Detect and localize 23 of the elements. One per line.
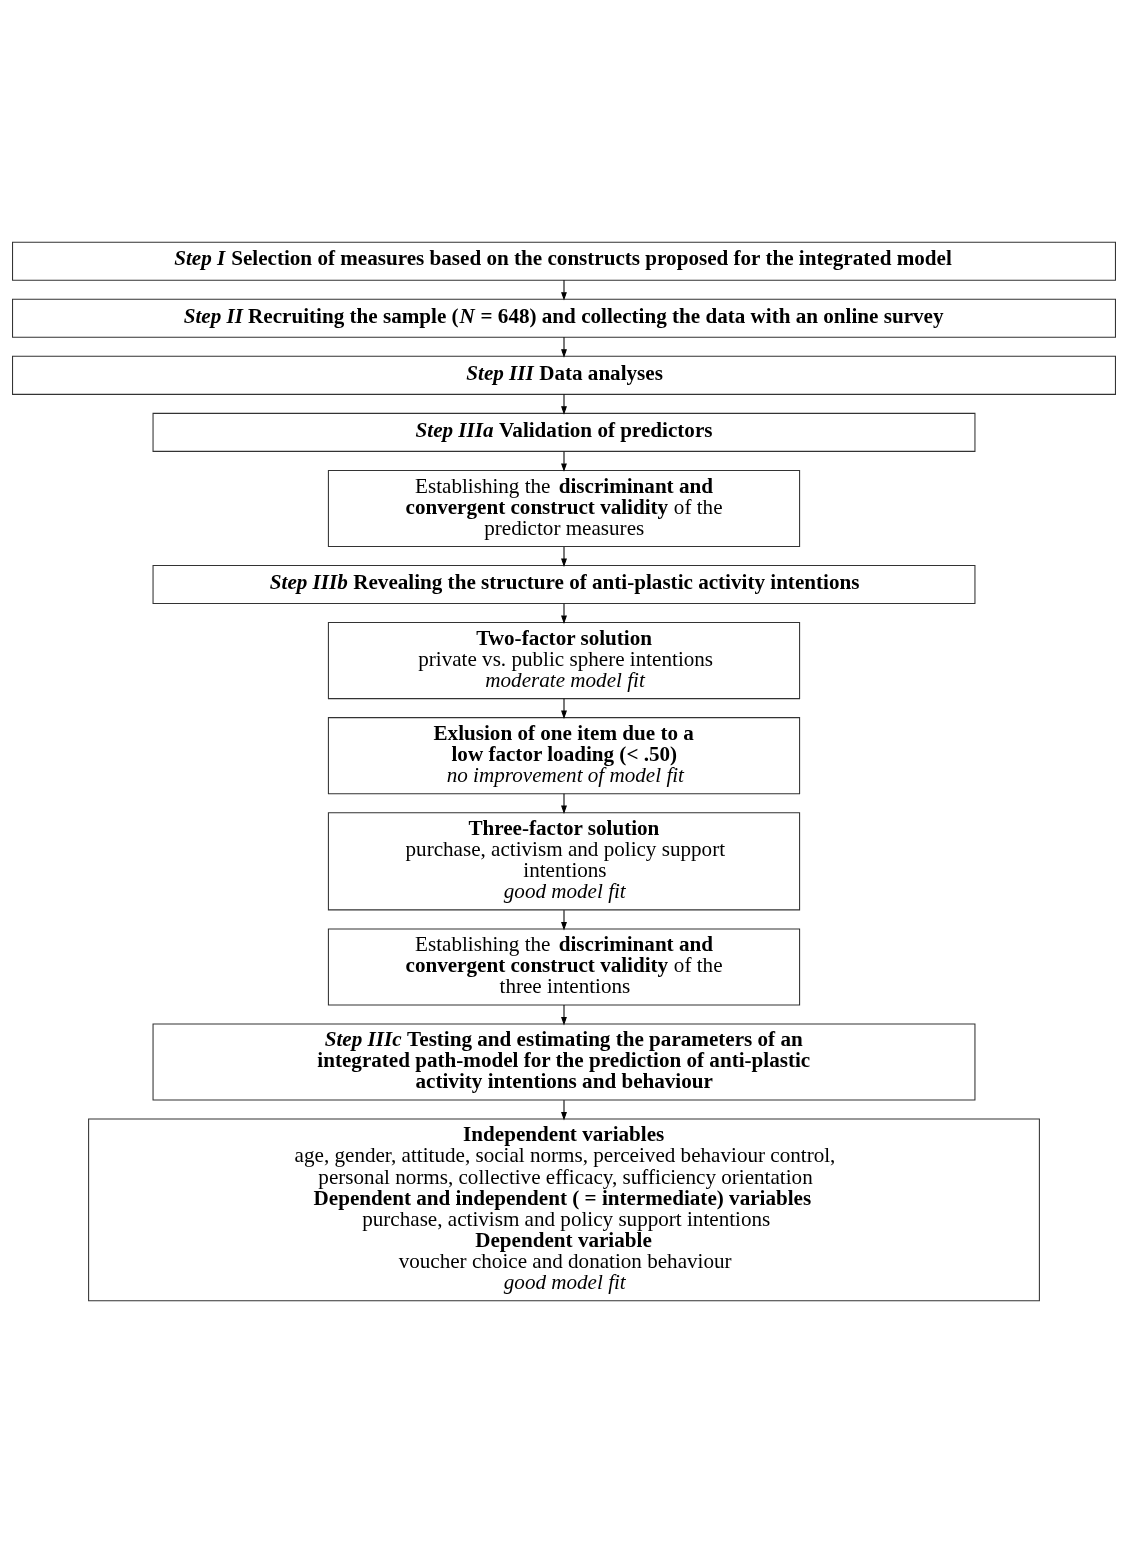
- arrow: [561, 336, 567, 358]
- node-box: Step III Data analyses: [12, 355, 1116, 395]
- node-box: Independent variables age, gender, attitude, social norms, perceived behaviour control, personal norms, collective efficacy, sufficiency orientation Dependent and independent ( = intermediate) variables purchase, activism and policy support intentions Dependent variable voucher choice and donation behaviour good model fit: [88, 1118, 1040, 1302]
- node-box: Step I Selection of measures based on the constructs proposed for the integrated model: [12, 241, 1116, 281]
- node-box: Exlusion of one item due to a low factor loading (< .50) no improvement of model fit: [327, 717, 801, 795]
- arrow: [561, 1004, 567, 1026]
- node-box: Step IIIb Revealing the structure of anti-plastic activity intentions: [152, 564, 976, 605]
- arrow: [561, 393, 567, 415]
- arrow: [561, 909, 567, 931]
- arrow: [561, 279, 567, 301]
- arrow: [561, 793, 567, 814]
- node-box: Step IIIa Validation of predictors: [152, 412, 976, 452]
- node-box: Two-factor solution private vs. public sphere intentions moderate model fit: [327, 622, 801, 700]
- node-box: Step IIIc Testing and estimating the parameters of an integrated path-model for the prediction of anti-plastic activity intentions and behaviour: [152, 1023, 976, 1101]
- node-box: Establishing the discriminant and convergent construct validity of the three intentions: [327, 928, 801, 1006]
- arrow: [561, 603, 567, 624]
- node-box: Three-factor solution purchase, activism and policy support intentions good model fit: [327, 812, 801, 911]
- arrow: [561, 451, 567, 472]
- arrow: [561, 546, 567, 568]
- node-box: Establishing the discriminant and convergent construct validity of the predictor measures: [327, 469, 801, 547]
- arrow: [561, 1099, 567, 1121]
- node-box: Step II Recruiting the sample (N = 648) and collecting the data with an online survey: [12, 298, 1116, 338]
- arrow: [561, 698, 567, 719]
